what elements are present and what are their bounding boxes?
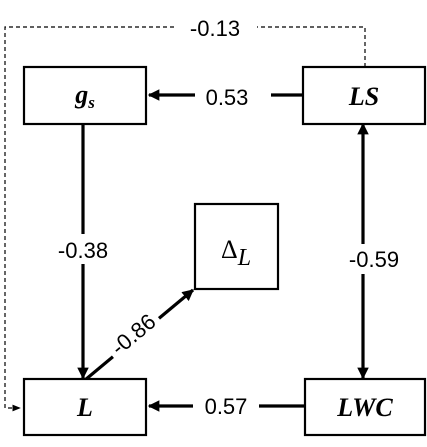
node-delta-label: Δ: [221, 235, 238, 264]
coef-lwc-to-l: 0.57: [205, 394, 248, 419]
coef-gs-to-l: -0.38: [58, 238, 108, 263]
label-backdrop-ls-gs: [195, 82, 271, 110]
svg-text:ΔL: ΔL: [221, 235, 251, 271]
coef-ls-lwc: -0.59: [349, 247, 399, 272]
svg-text:gs: gs: [74, 80, 95, 112]
node-gs: gs: [22, 65, 148, 126]
path-ls-to-l-dashed: [4, 26, 366, 412]
label-backdrop-lwc-l: [193, 392, 259, 420]
coef-ls-to-gs: 0.53: [206, 85, 249, 110]
node-l: L: [22, 377, 148, 437]
dashed-label-backdrop: [175, 14, 257, 42]
coef-ls-to-l: -0.13: [190, 16, 240, 41]
node-gs-label: g: [74, 80, 88, 109]
node-lwc: LWC: [303, 377, 427, 437]
node-ls: LS: [301, 65, 427, 126]
label-backdrop-gs-l: [48, 234, 118, 264]
node-lwc-label: LWC: [336, 393, 393, 422]
node-l-label: L: [76, 393, 93, 422]
node-delta-l: ΔL: [193, 202, 280, 291]
label-backdrop-l-delta: [101, 303, 165, 365]
node-ls-label: LS: [348, 82, 379, 111]
node-gs-subscript: s: [87, 93, 95, 112]
label-backdrop-ls-lwc: [334, 244, 410, 274]
node-delta-subscript: L: [237, 245, 251, 271]
